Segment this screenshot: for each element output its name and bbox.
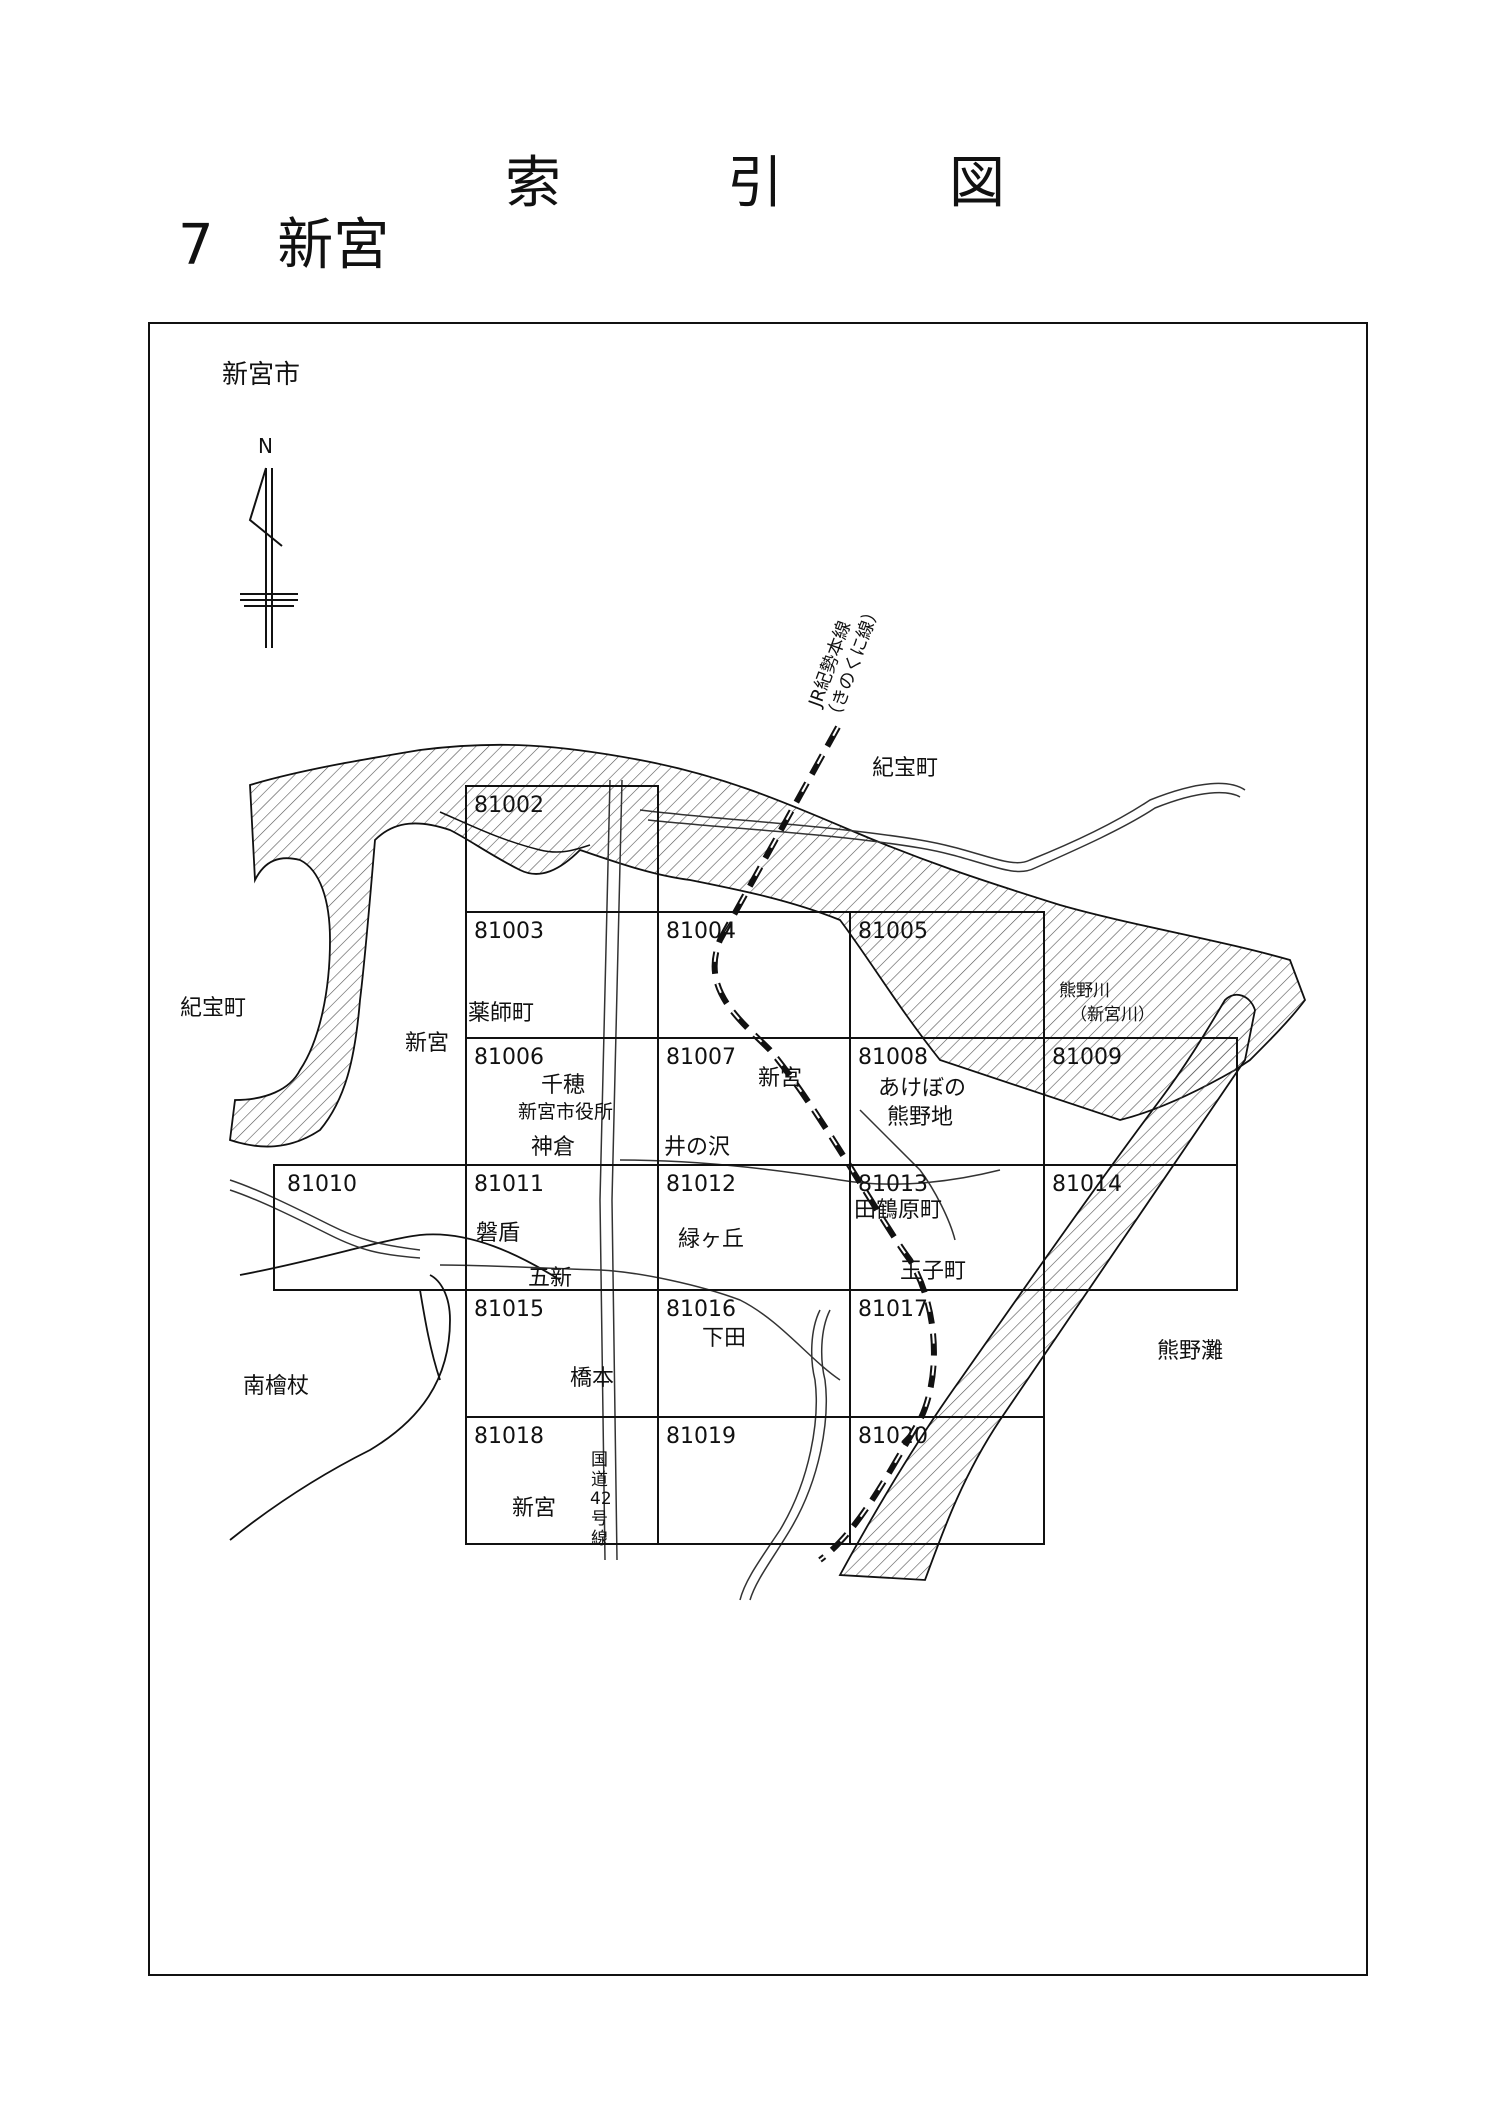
route-label-char: 号 [591, 1509, 608, 1529]
tile-number: 81011 [474, 1172, 544, 1197]
place-ojicho: 王子町 [900, 1259, 966, 1284]
place-minami-hinokitsue: 南檜杖 [243, 1374, 309, 1399]
kumano-river-inner-bank [439, 811, 591, 853]
place-kihocho: 紀宝町 [180, 996, 246, 1021]
tile-number: 81005 [858, 919, 928, 944]
shoreline [229, 1233, 561, 1541]
place-kihocho: 紀宝町 [872, 756, 938, 781]
place-hashimoto: 橋本 [570, 1366, 614, 1391]
route-42-label: 国 道 42 号 線 [590, 1450, 612, 1549]
tile-number: 81010 [287, 1172, 357, 1197]
section-number: 7 [178, 213, 214, 278]
place-midorigaoka: 緑ヶ丘 [678, 1227, 744, 1252]
place-city-hall: 新宮市役所 [518, 1101, 613, 1123]
place-banjo: 磐盾 [476, 1221, 520, 1246]
tile-number: 81008 [858, 1045, 928, 1070]
section-name: 新宮 [277, 213, 390, 278]
tile-number: 81017 [858, 1297, 928, 1322]
river-label: （新宮川） [1070, 1005, 1155, 1025]
title-char: 引 [727, 151, 783, 216]
city-label: 新宮市 [222, 360, 300, 390]
map-frame [148, 322, 1368, 1976]
jr-railway-line [711, 725, 937, 1563]
route-label-char: 線 [591, 1529, 608, 1549]
tile-81014[interactable] [1043, 1164, 1238, 1291]
place-chiho: 千穂 [541, 1073, 585, 1098]
tile-number: 81003 [474, 919, 544, 944]
title-char: 索 [505, 151, 561, 216]
tile-number: 81004 [666, 919, 736, 944]
tile-number: 81018 [474, 1424, 544, 1449]
tile-number: 81020 [858, 1424, 928, 1449]
place-inosawa: 井の沢 [664, 1135, 730, 1160]
tile-number: 81014 [1052, 1172, 1122, 1197]
place-names: 紀宝町 紀宝町 新宮 薬師町 千穂 新宮市役所 神倉 井の沢 新宮 あけぼの 熊… [180, 756, 1223, 1521]
place-shingu: 新宮 [512, 1496, 556, 1521]
place-kumanonada: 熊野灘 [1157, 1339, 1223, 1364]
title-char: 図 [949, 151, 1005, 216]
tile-number: 81009 [1052, 1045, 1122, 1070]
roads [229, 779, 1246, 1601]
page-title: 索 引 図 [505, 138, 1005, 216]
coastal-beach [838, 993, 1256, 1581]
tile-number: 81007 [666, 1045, 736, 1070]
tile-grid [273, 785, 1238, 1545]
tile-number: 81016 [666, 1297, 736, 1322]
tile-81020[interactable] [849, 1416, 1045, 1545]
river-label: 熊野川 [1059, 981, 1110, 1001]
tile-number: 81019 [666, 1424, 736, 1449]
place-kumanochi: 熊野地 [887, 1105, 953, 1130]
place-tazuruhara: 田鶴原町 [854, 1198, 942, 1223]
route-label-char: 道 [591, 1470, 608, 1490]
jr-line-label: JR紀勢本線 （きのくに線） [805, 601, 885, 727]
place-akebono: あけぼの [878, 1076, 966, 1101]
place-kamikura: 神倉 [531, 1135, 575, 1160]
place-shingu: 新宮 [405, 1031, 449, 1056]
tile-number: 81015 [474, 1297, 544, 1322]
tile-number: 81002 [474, 793, 544, 818]
tile-number: 81012 [666, 1172, 736, 1197]
tile-numbers: 81002 81003 81004 81005 81006 81007 8100… [287, 793, 1122, 1449]
north-label: N [258, 434, 273, 458]
tile-number: 81013 [858, 1172, 928, 1197]
place-shingu: 新宮 [758, 1066, 802, 1091]
tile-number: 81006 [474, 1045, 544, 1070]
section-heading: 7 新宮 [178, 200, 389, 281]
place-goshin: 五新 [528, 1266, 572, 1291]
route-label-char: 国 [591, 1450, 608, 1470]
place-shimoda: 下田 [702, 1326, 746, 1351]
place-yakushicho: 薬師町 [468, 1001, 534, 1026]
north-arrow-icon: N [240, 434, 298, 648]
route-label-char: 42 [590, 1489, 612, 1509]
